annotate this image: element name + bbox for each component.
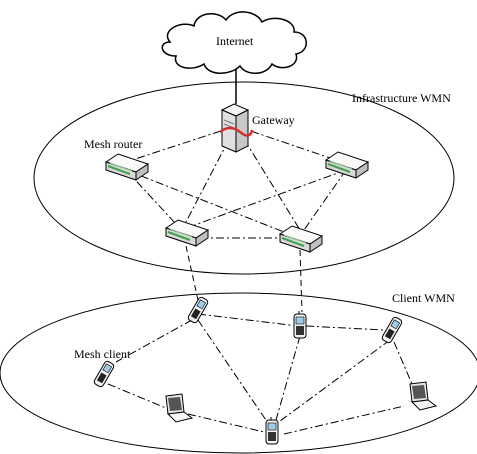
laptop-icon bbox=[165, 393, 193, 423]
client-wmn-boundary bbox=[0, 292, 477, 454]
laptop-icon bbox=[409, 381, 437, 411]
mesh-router-icon bbox=[325, 151, 369, 179]
infrastructure-wmn-boundary bbox=[33, 81, 455, 275]
mesh-router-icon bbox=[279, 225, 323, 253]
gateway-label: Gateway bbox=[252, 113, 295, 127]
client-wmn-label: Client WMN bbox=[392, 291, 455, 305]
cloud-icon bbox=[161, 11, 307, 74]
internet-label: Internet bbox=[216, 34, 254, 48]
mobile-phone-icon bbox=[380, 315, 404, 345]
mesh-client-label: Mesh client bbox=[74, 347, 131, 361]
client-links bbox=[107, 313, 413, 435]
mesh-router-icon bbox=[105, 153, 149, 181]
server-gateway-icon bbox=[219, 103, 254, 153]
router-client-links bbox=[185, 245, 303, 313]
mobile-phone-icon bbox=[186, 295, 210, 325]
mesh-router-label: Mesh router bbox=[84, 137, 142, 151]
pda-phone-icon bbox=[265, 416, 279, 445]
mobile-phone-icon bbox=[92, 359, 116, 389]
mesh-router-icon bbox=[165, 219, 209, 247]
pda-phone-icon bbox=[293, 310, 307, 339]
infrastructure-wmn-label: Infrastructure WMN bbox=[352, 91, 451, 105]
